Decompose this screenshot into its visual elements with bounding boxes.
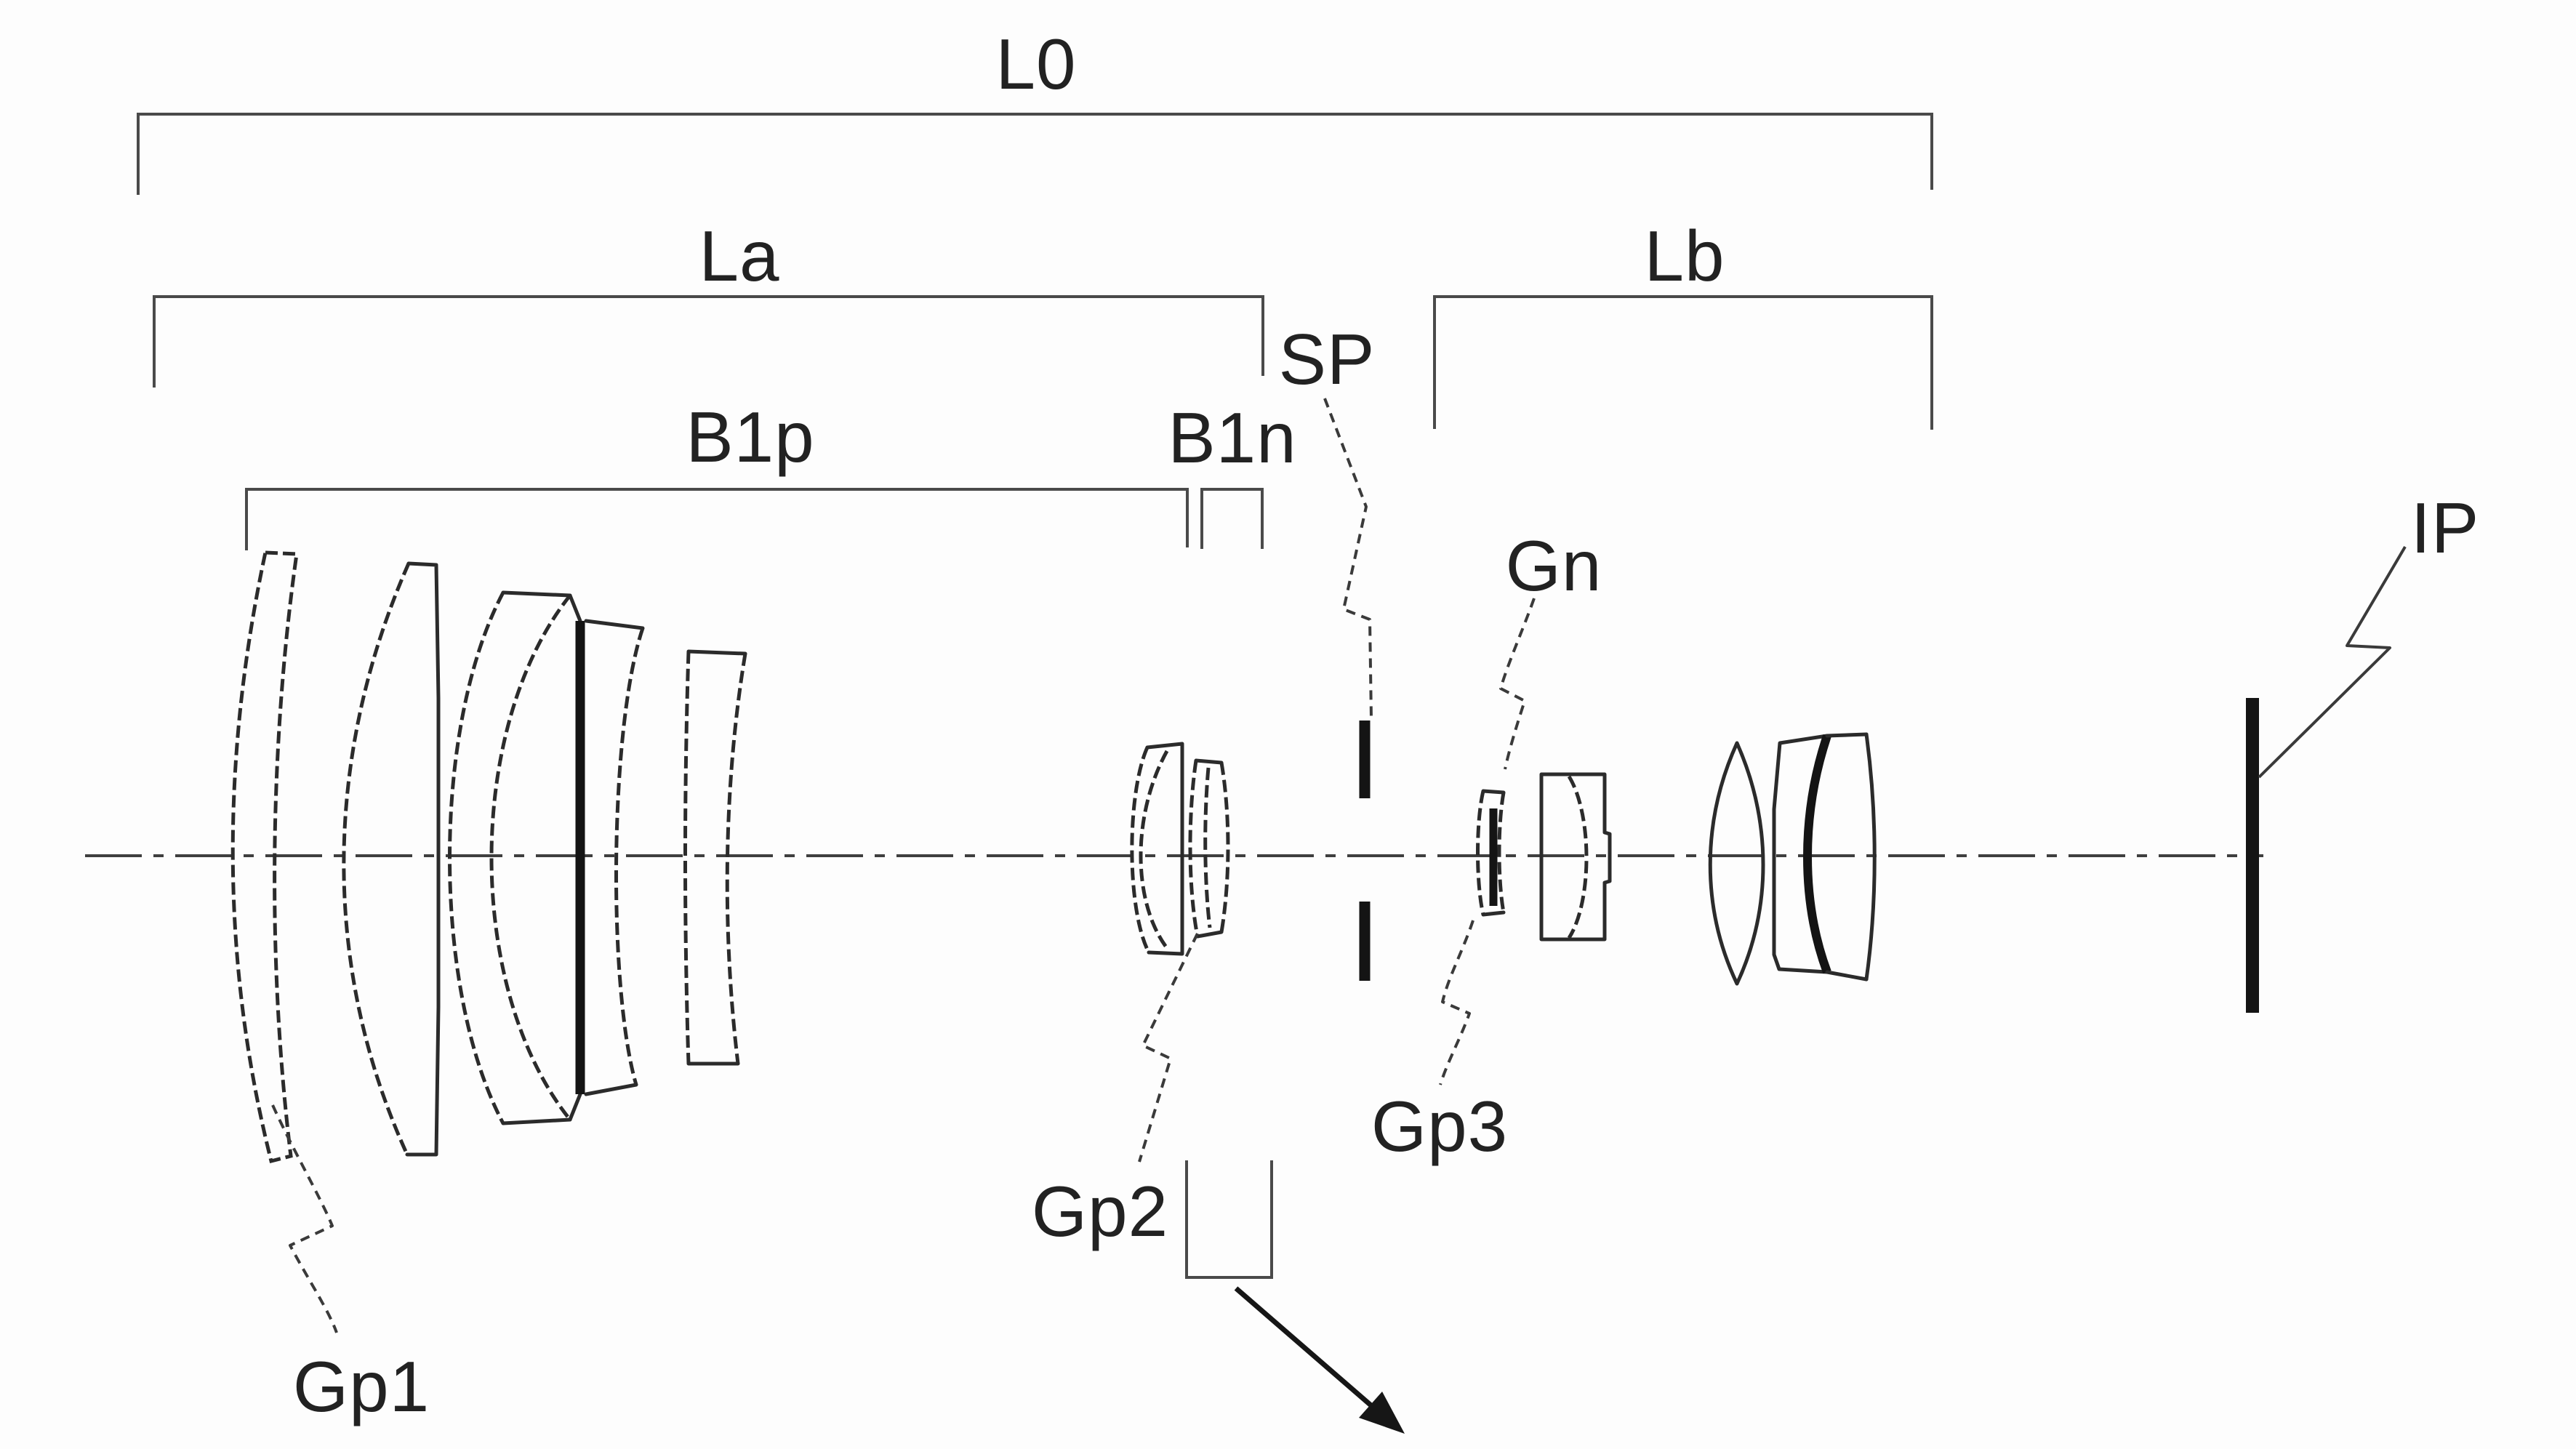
label-b1n: B1n bbox=[1168, 398, 1296, 478]
lens-element-gn-edges bbox=[1481, 789, 1506, 917]
lens-group-lb bbox=[1708, 732, 1877, 986]
lens-element-8-front-surface bbox=[1188, 760, 1200, 937]
lens-element-3-edges bbox=[501, 590, 572, 1125]
lens-element-gn-rear-surface bbox=[1497, 792, 1506, 913]
lens-element-6-front-surface bbox=[683, 651, 691, 1064]
gp1-leader-line bbox=[271, 1104, 338, 1333]
lens-group-gp3 bbox=[1476, 772, 1612, 942]
extent-brackets bbox=[137, 113, 1933, 550]
lens-element-12-13-cemented-surface bbox=[1803, 734, 1831, 974]
lens-element-13-edges bbox=[1825, 732, 1869, 982]
lens-element-5-rear-surface bbox=[614, 627, 645, 1085]
lens-element-8-rear-surface bbox=[1219, 762, 1230, 933]
lens-element-2-front-surface bbox=[342, 562, 411, 1156]
lens-group-gp1 bbox=[230, 550, 747, 1164]
label-lb: Lb bbox=[1644, 216, 1725, 296]
lens-element-6-rear-surface bbox=[725, 653, 747, 1064]
movement-arrow-head-icon bbox=[1359, 1392, 1405, 1434]
gp2-movement-indicator bbox=[1185, 1160, 1405, 1434]
lens-element-3-front-surface bbox=[448, 591, 505, 1125]
gp2-leader-line bbox=[1138, 933, 1199, 1163]
leader-lines bbox=[271, 398, 2407, 1333]
label-gp2: Gp2 bbox=[1032, 1171, 1168, 1251]
lens-element-7-front-surface bbox=[1130, 746, 1151, 954]
label-gp1: Gp1 bbox=[293, 1346, 430, 1426]
lens-element-gn-front-surface bbox=[1476, 790, 1485, 915]
lens-element-13-rear-surface bbox=[1864, 732, 1877, 982]
lens-element-8-inner-surface bbox=[1203, 767, 1212, 928]
gp3-leader-line bbox=[1439, 920, 1474, 1085]
label-sp: SP bbox=[1279, 319, 1376, 399]
lens-element-1 bbox=[230, 550, 299, 1164]
lens-element-5-edges bbox=[584, 619, 645, 1096]
lens-element-8-edges bbox=[1194, 758, 1224, 939]
lens-element-7-cemented-surface bbox=[1139, 750, 1169, 950]
sp-leader-line bbox=[1323, 398, 1373, 719]
lens-element-10-inner-surface bbox=[1567, 775, 1589, 939]
movement-bracket bbox=[1185, 1160, 1273, 1279]
movement-arrow-shaft bbox=[1234, 1286, 1375, 1409]
lens-element-4-edges bbox=[568, 593, 582, 1122]
figure-labels: L0 La Lb B1p B1n SP Gn IP Gp1 Gp2 Gp3 bbox=[293, 24, 2479, 1426]
gn-leader-line bbox=[1499, 598, 1536, 770]
lens-element-11-biconvex bbox=[1708, 741, 1765, 986]
bracket-b1n bbox=[1200, 488, 1264, 549]
lens-group-gp2 bbox=[1130, 742, 1230, 956]
lens-element-6-edges bbox=[686, 649, 747, 1066]
lens-element-3-4-cemented-surface bbox=[489, 594, 571, 1121]
bracket-l0 bbox=[137, 113, 1933, 195]
lens-element-7-outline bbox=[1145, 742, 1184, 956]
bracket-la bbox=[153, 295, 1264, 388]
label-gn: Gn bbox=[1506, 526, 1602, 606]
lens-element-2-flat-side bbox=[405, 561, 441, 1157]
label-ip: IP bbox=[2411, 488, 2480, 568]
lens-element-10-outline bbox=[1539, 772, 1612, 942]
label-la: La bbox=[699, 216, 779, 296]
ip-leader-line bbox=[2258, 545, 2407, 779]
label-l0: L0 bbox=[995, 24, 1076, 104]
label-gp3: Gp3 bbox=[1371, 1086, 1508, 1166]
bracket-b1p bbox=[245, 488, 1189, 550]
label-b1p: B1p bbox=[686, 397, 814, 477]
lens-element-12-outline bbox=[1772, 734, 1829, 974]
bracket-lb bbox=[1433, 295, 1933, 430]
